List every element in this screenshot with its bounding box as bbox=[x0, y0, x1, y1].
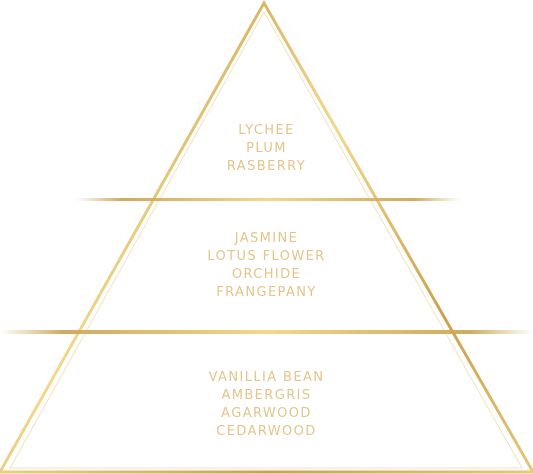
base-notes-item: CEDARWOOD bbox=[216, 424, 317, 439]
heart-notes-item: ORCHIDE bbox=[231, 267, 302, 282]
top-notes-item: PLUM bbox=[246, 141, 287, 156]
base-notes-item: AGARWOOD bbox=[221, 406, 312, 421]
base-notes-item: AMBERGRIS bbox=[221, 388, 312, 403]
base-notes: VANILLIA BEAN AMBERGRIS AGARWOOD CEDARWOOD bbox=[0, 369, 533, 441]
pyramid-fill bbox=[0, 4, 533, 474]
heart-notes: JASMINE LOTUS FLOWER ORCHIDE FRANGEPANY bbox=[0, 230, 533, 302]
heart-notes-item: JASMINE bbox=[234, 231, 299, 246]
top-notes-item: RASBERRY bbox=[226, 159, 307, 174]
base-notes-item: VANILLIA BEAN bbox=[208, 370, 325, 385]
divider-bottom bbox=[0, 330, 533, 334]
heart-notes-item: FRANGEPANY bbox=[216, 285, 317, 300]
pyramid-inner-outline bbox=[9, 10, 523, 469]
divider-top bbox=[76, 198, 460, 201]
top-notes: LYCHEE PLUM RASBERRY bbox=[0, 122, 533, 176]
top-notes-item: LYCHEE bbox=[238, 123, 295, 138]
heart-notes-item: LOTUS FLOWER bbox=[207, 249, 326, 264]
